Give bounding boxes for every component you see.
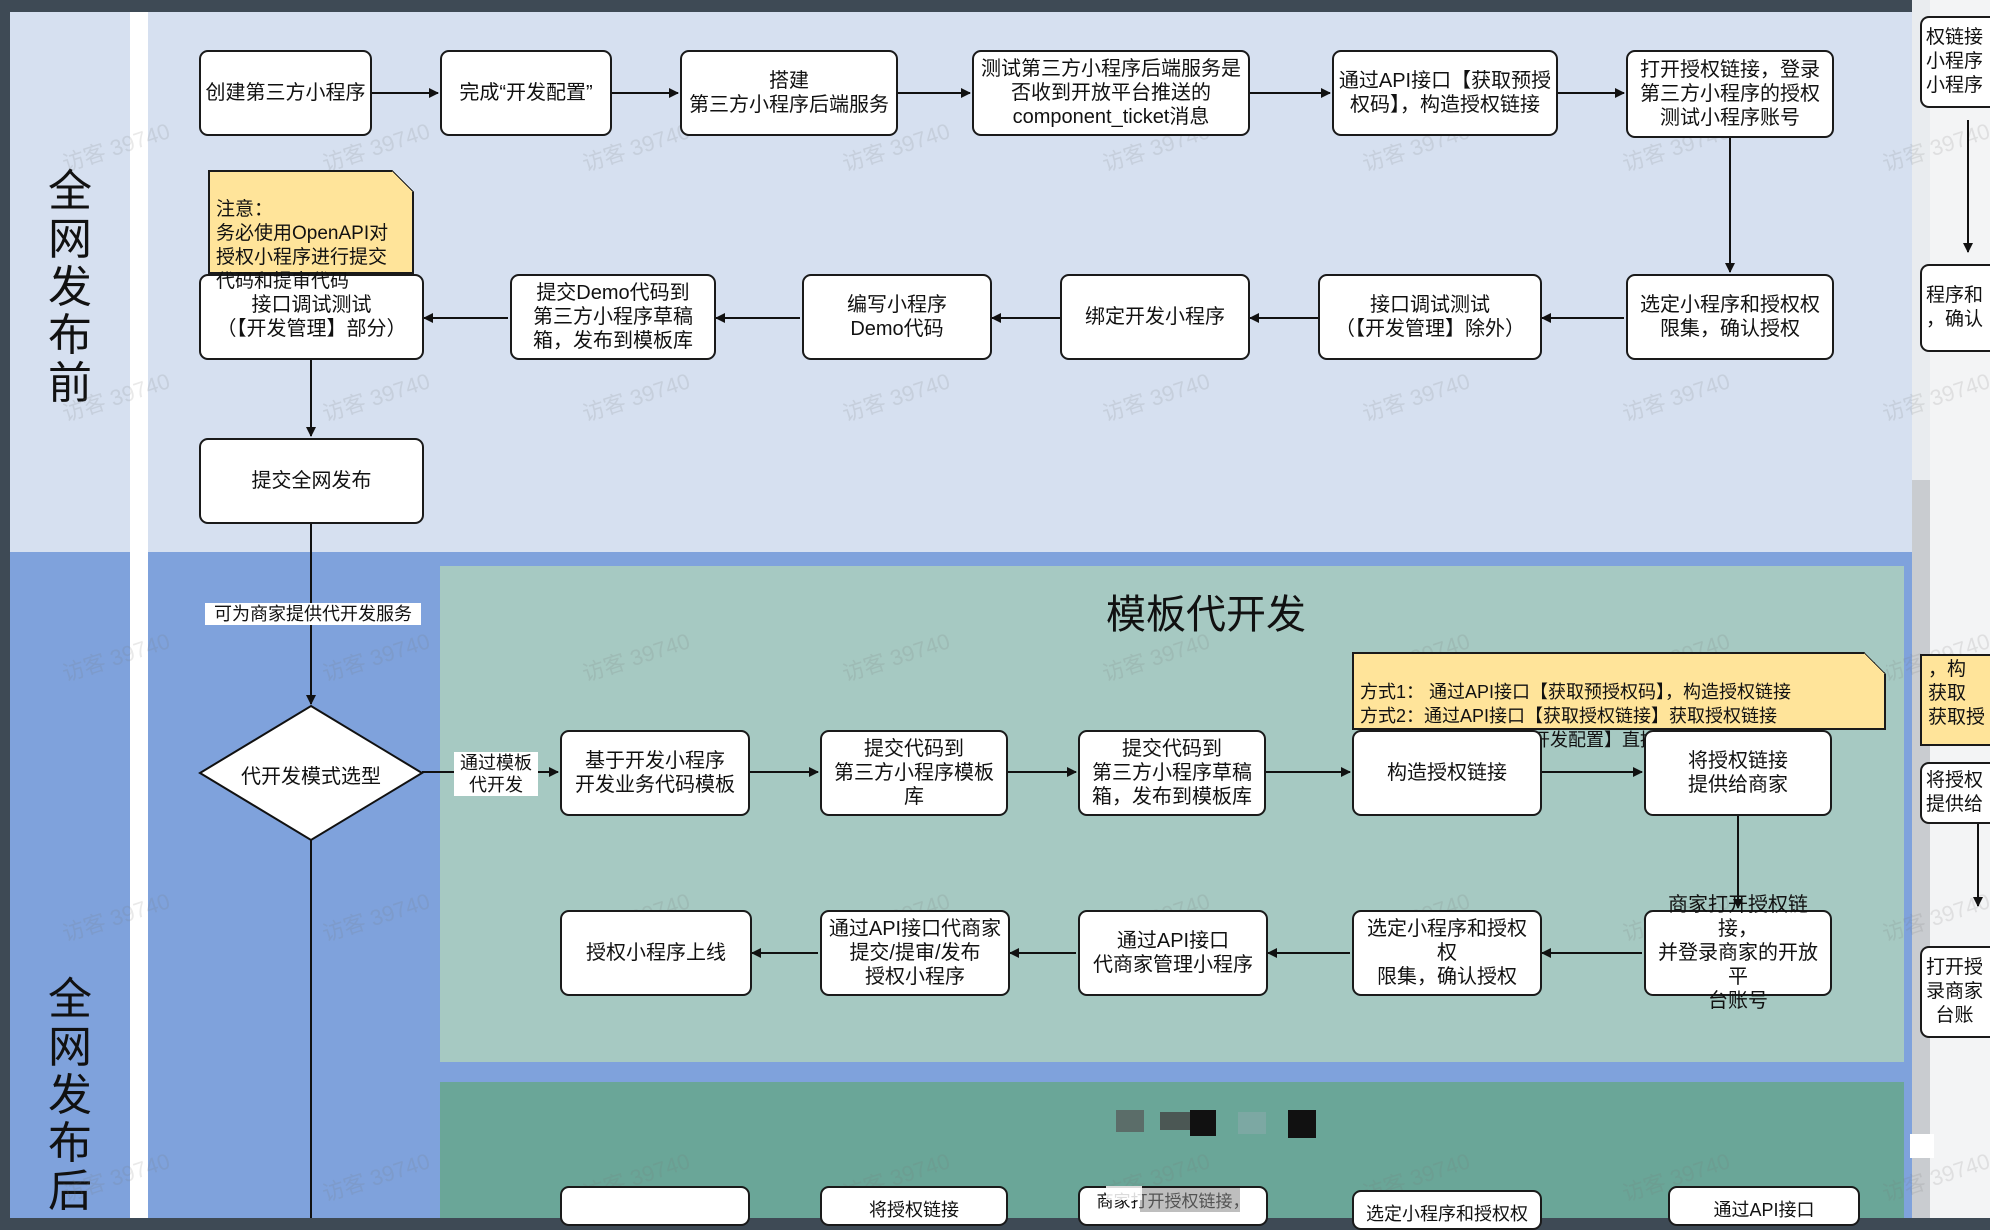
edge-label-template-dev: 通过模板 代开发 <box>454 752 538 796</box>
bottom-partial-node-2: 将授权链接 <box>820 1186 1008 1226</box>
node-submit-demo: 提交Demo代码到 第三方小程序草稿 箱，发布到模板库 <box>510 274 716 360</box>
node-interface-test-partial: 接口调试测试 （【开发管理】部分） <box>199 274 424 360</box>
node-write-demo: 编写小程序 Demo代码 <box>802 274 992 360</box>
node-open-auth-link: 打开授权链接，登录 第三方小程序的授权 测试小程序账号 <box>1626 50 1834 138</box>
node-interface-test-except: 接口调试测试 （【开发管理】除外） <box>1318 274 1542 360</box>
node-miniprogram-online: 授权小程序上线 <box>560 910 752 996</box>
cutoff-note: ，构 获取 获取授 <box>1920 654 1990 746</box>
node-submit-to-draft: 提交代码到 第三方小程序草稿 箱，发布到模板库 <box>1078 730 1266 816</box>
node-build-business-template: 基于开发小程序 开发业务代码模板 <box>560 730 750 816</box>
node-submit-release: 提交全网发布 <box>199 438 424 524</box>
node-create-miniprogram: 创建第三方小程序 <box>199 50 372 136</box>
node-construct-auth-link: 构造授权链接 <box>1352 730 1542 816</box>
cutoff-white-mark <box>1910 1134 1934 1158</box>
bottom-partial-node-4: 选定小程序和授权权 <box>1352 1190 1542 1230</box>
lane-divider <box>130 12 148 1218</box>
node-confirm-auth: 选定小程序和授权权 限集，确认授权 <box>1626 274 1834 360</box>
blurred-title-3 <box>1190 1110 1216 1136</box>
node-merchant-confirm-auth: 选定小程序和授权权 限集，确认授权 <box>1352 910 1542 996</box>
lane-label-post-release: 全 网 发 布 后 <box>48 974 92 1217</box>
bottom-partial-node-1 <box>560 1186 750 1226</box>
lane-post-label-background <box>10 552 130 1218</box>
section-title-template-dev: 模板代开发 <box>1106 592 1306 638</box>
note-fold-icon <box>1864 652 1886 674</box>
cutoff-node-2: 程序和 ，确认 <box>1920 264 1990 352</box>
decision-select-mode: 代开发模式选型 <box>241 766 381 788</box>
blurred-node-overlay <box>1140 1188 1240 1212</box>
blurred-title-1 <box>1116 1110 1144 1132</box>
node-build-auth-link: 通过API接口【获取预授 权码】，构造授权链接 <box>1332 50 1558 136</box>
blurred-title-5 <box>1288 1110 1316 1138</box>
node-submit-review-publish: 通过API接口代商家 提交/提审/发布 授权小程序 <box>820 910 1010 996</box>
cutoff-node-1: 权链接 小程序 小程序 <box>1920 16 1990 108</box>
cutoff-node-4: 打开授 录商家 台账 <box>1920 946 1990 1038</box>
lane-label-pre-release: 全 网 发 布 前 <box>48 166 92 409</box>
note-fold-icon <box>392 170 414 192</box>
lane-pre-label-background <box>10 12 130 552</box>
node-submit-to-template-lib: 提交代码到 第三方小程序模板库 <box>820 730 1008 816</box>
note-use-openapi-text: 注意： 务必使用OpenAPI对 授权小程序进行提交 代码和提审代码 <box>216 199 389 292</box>
note-use-openapi: 注意： 务必使用OpenAPI对 授权小程序进行提交 代码和提审代码 <box>208 170 414 292</box>
note-auth-link-methods: 方式1： 通过API接口【获取预授权码】，构造授权链接 方式2：通过API接口【… <box>1352 652 1886 750</box>
node-bind-dev-miniprogram: 绑定开发小程序 <box>1060 274 1250 360</box>
cutoff-node-3: 将授权 提供给 <box>1920 762 1990 824</box>
blurred-title-4 <box>1238 1112 1266 1134</box>
bottom-partial-node-5: 通过API接口 <box>1668 1186 1860 1226</box>
node-manage-for-merchant: 通过API接口 代商家管理小程序 <box>1078 910 1268 996</box>
node-merchant-open-link: 商家打开授权链接， 并登录商家的开放平 台账号 <box>1644 894 1832 1012</box>
blurred-title-2 <box>1160 1112 1190 1130</box>
blurred-node-overlay-2 <box>1106 1186 1142 1200</box>
node-test-ticket: 测试第三方小程序后端服务是 否收到开放平台推送的 component_ticke… <box>972 50 1250 136</box>
node-build-backend: 搭建 第三方小程序后端服务 <box>680 50 898 136</box>
edge-label-merchant-service: 可为商家提供代开发服务 <box>205 603 421 625</box>
node-complete-dev-config: 完成“开发配置” <box>440 50 612 136</box>
node-provide-auth-link: 将授权链接 提供给商家 <box>1644 730 1832 816</box>
